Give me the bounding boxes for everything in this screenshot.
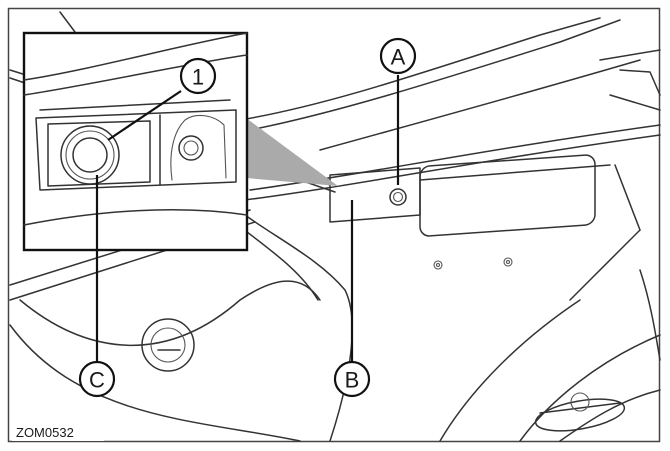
inset-pointer [246, 118, 338, 186]
callout-b: B [333, 360, 371, 398]
figure-code: ZOM0532 [16, 425, 74, 440]
callout-a: A [379, 37, 417, 75]
callout-b-label: B [345, 368, 360, 393]
callout-a-label: A [391, 45, 406, 70]
detail-inset [22, 31, 249, 252]
callout-1: 1 [179, 57, 217, 95]
callout-1-label: 1 [192, 65, 204, 90]
callout-c-label: C [89, 368, 105, 393]
callout-c: C [78, 360, 116, 398]
